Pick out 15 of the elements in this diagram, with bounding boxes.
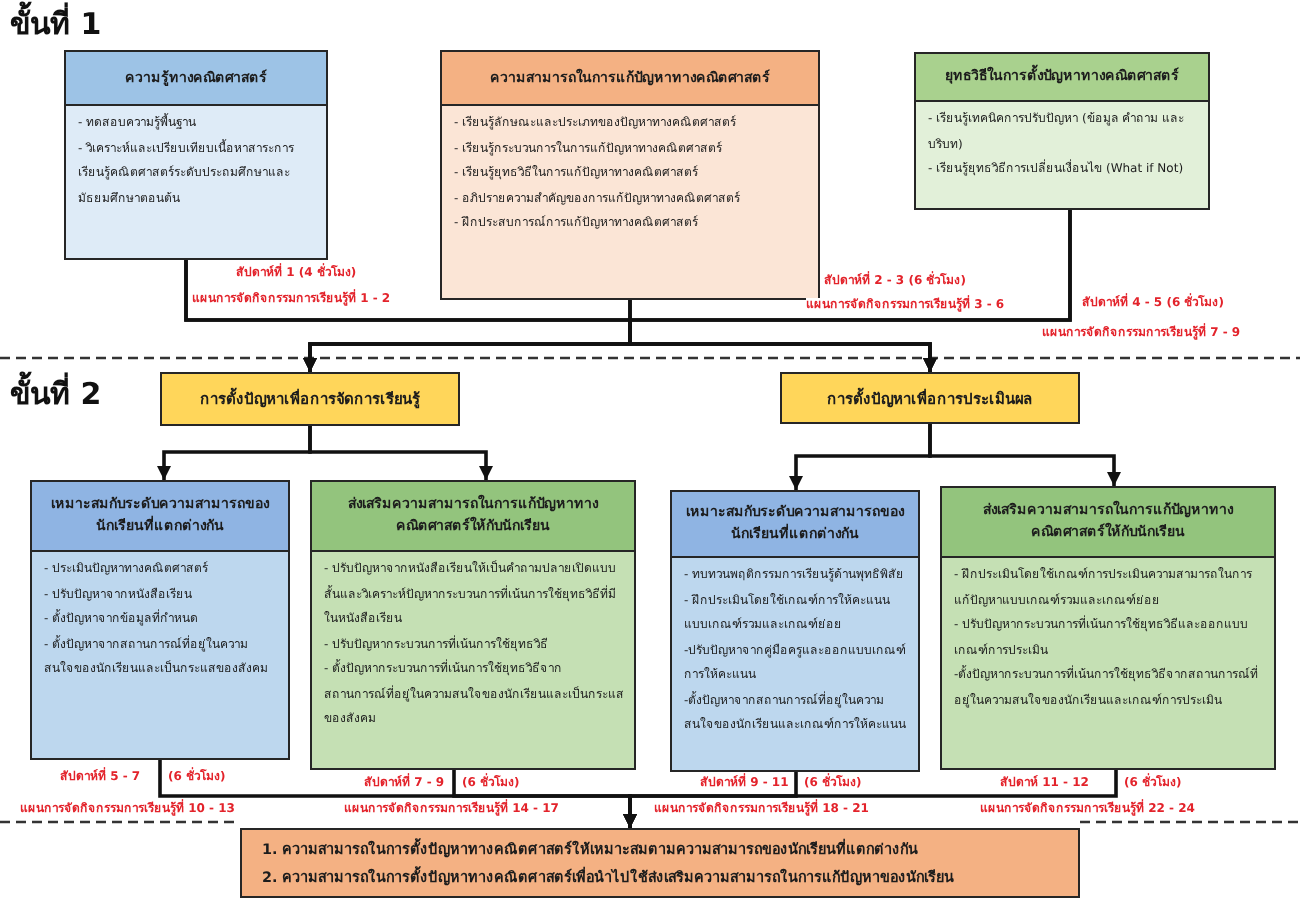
topic-card [914,52,1210,210]
process-box [160,372,460,426]
connector-arrow [623,770,1118,828]
topic-card [940,486,1276,770]
connector-arrow [928,424,1121,486]
topic-card [670,490,920,772]
topic-card [30,480,290,760]
stage-heading: ขั้นที่ 1 [10,4,102,44]
connector-arrow [628,210,1072,372]
stage-heading: ขั้นที่ 2 [10,374,102,414]
topic-card [64,50,328,260]
outcome-box [240,828,1080,898]
connector-arrow [308,426,493,480]
process-box [780,372,1080,424]
topic-card [310,480,636,770]
